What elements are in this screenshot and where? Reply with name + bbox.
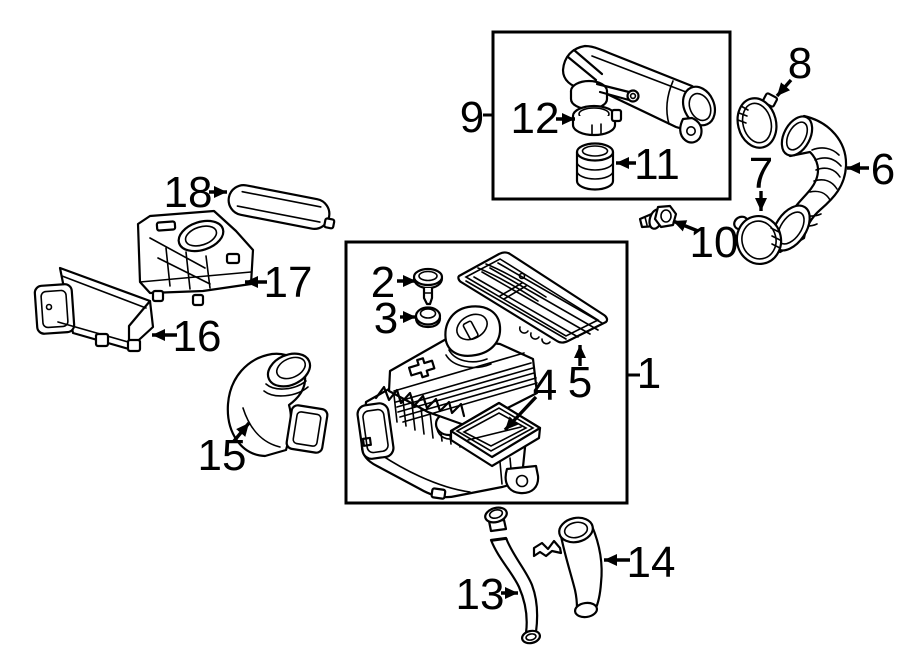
callout-label-4: 4 [533,361,557,410]
callout-label-2: 2 [371,258,395,307]
part-3-grommet [414,306,442,329]
callout-label-14: 14 [627,538,676,587]
part-18-cover [227,184,336,230]
callout-label-9: 9 [460,93,484,142]
part-13-vent-hose [484,506,541,645]
callout-label-15: 15 [198,431,247,480]
callout-label-13: 13 [456,570,505,619]
callout-8-arrow [775,78,793,98]
callout-label-8: 8 [788,39,812,88]
part-1-air-cleaner-assembly [356,305,540,500]
part-10-screw [638,204,678,230]
callout-label-5: 5 [568,358,592,407]
callout-label-6: 6 [871,145,895,194]
callout-label-1: 1 [637,349,661,398]
callout-label-3: 3 [374,294,398,343]
callout-connectors [152,78,869,599]
part-11-hose [575,142,615,191]
part-9-intake-tube [561,44,717,144]
part-17-housing [136,209,255,307]
callout-15-arrow [232,421,251,443]
part-8-clamp [736,92,779,149]
callout-label-11: 11 [634,140,680,189]
callout-10-arrow [672,219,699,233]
callout-4-arrow [503,395,538,432]
callout-label-18: 18 [164,168,213,217]
part-6-air-hose [771,114,848,254]
part-7-clamp [733,214,783,266]
callout-label-16: 16 [173,312,222,361]
part-5-lid [457,251,609,345]
callout-label-10: 10 [690,218,739,267]
callout-label-17: 17 [264,258,313,307]
part-14-vent-hose [532,516,603,619]
part-16-duct [33,266,155,353]
callout-label-12: 12 [511,94,560,143]
callout-label-7: 7 [749,149,773,198]
part-12-clamp [571,104,623,137]
callout-labels: 1 2 3 4 5 6 7 8 9 10 11 12 13 14 15 16 1… [164,39,896,619]
